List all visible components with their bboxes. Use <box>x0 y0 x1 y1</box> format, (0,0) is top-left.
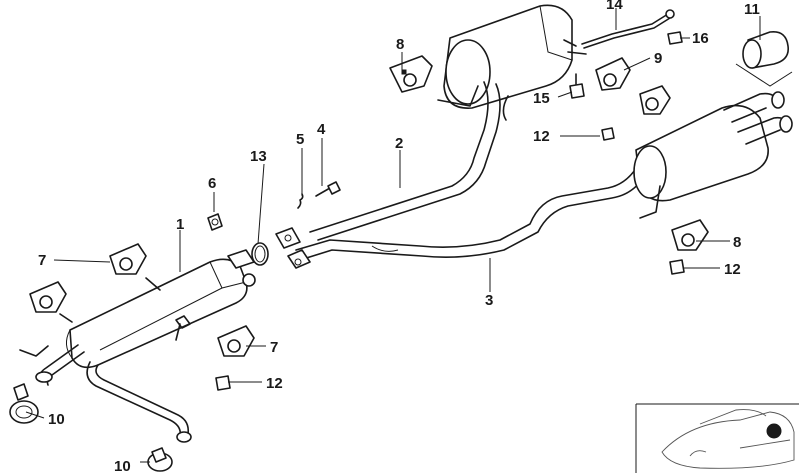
callout-10-bottom: 10 <box>114 458 131 473</box>
callout-10-left: 10 <box>48 411 65 428</box>
callout-2: 2 <box>395 135 403 152</box>
rear-silencer[interactable] <box>35 249 256 443</box>
callout-12-middle: 12 <box>266 375 283 392</box>
callout-3: 3 <box>485 292 493 309</box>
callout-16: 16 <box>692 30 709 47</box>
callout-15: 15 <box>533 90 550 107</box>
pipe-clamp[interactable] <box>9 383 173 472</box>
callout-9: 9 <box>654 50 662 67</box>
support-bracket[interactable] <box>581 9 683 49</box>
leader-lines <box>25 8 761 463</box>
callout-11: 11 <box>744 1 760 18</box>
callout-1: 1 <box>176 216 184 233</box>
gasket-ring[interactable] <box>251 242 269 266</box>
callout-labels: 1 2 3 4 5 6 7 7 8 8 9 10 10 11 12 12 12 … <box>38 0 760 473</box>
callout-5: 5 <box>296 131 304 148</box>
callout-12-upper: 12 <box>533 128 550 145</box>
bolt[interactable] <box>297 51 587 209</box>
callout-14: 14 <box>606 0 623 13</box>
callout-8-upper: 8 <box>396 36 404 53</box>
rubber-mount[interactable] <box>19 55 709 357</box>
front-pipe[interactable] <box>287 161 649 269</box>
centre-silencer[interactable] <box>633 91 793 219</box>
callout-4: 4 <box>317 121 326 138</box>
front-silencer[interactable] <box>275 4 577 249</box>
callout-7-lower: 7 <box>270 339 278 356</box>
vehicle-locator-inset <box>635 403 799 473</box>
callout-12-right: 12 <box>724 261 741 278</box>
callout-13: 13 <box>250 148 267 165</box>
callout-8-lower: 8 <box>733 234 741 251</box>
callout-7-upper: 7 <box>38 252 46 269</box>
nut[interactable] <box>207 127 685 391</box>
callout-6: 6 <box>208 175 216 192</box>
tail-trim[interactable] <box>735 30 793 87</box>
